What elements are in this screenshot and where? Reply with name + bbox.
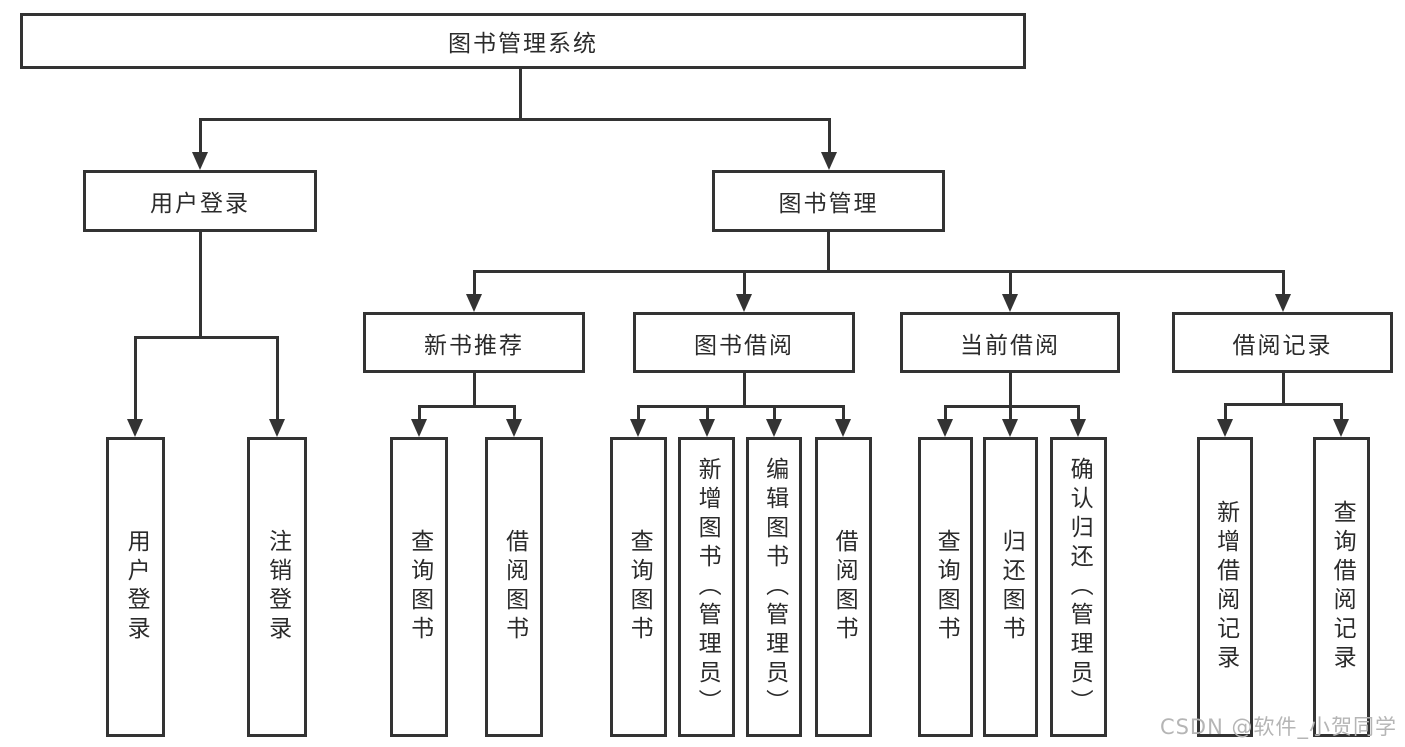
node-root: 图书管理系统 [20,13,1026,69]
watermark: CSDN @软件_小贺同学 [1159,715,1397,739]
leaf-logout-label: 注销登录 [264,529,291,645]
leaf-add-borrow-record: 新增借阅记录 [1197,437,1253,737]
leaf-edit-book-admin-label: 编辑图书（管理员） [761,456,788,718]
node-current-borrow: 当前借阅 [900,312,1120,373]
connector-currentborrow-stem [1009,373,1012,408]
leaf-edit-book-admin: 编辑图书（管理员） [746,437,802,737]
leaf-query-books-current: 查询图书 [918,437,973,737]
connector-borrowrecords-c2 [1340,403,1343,421]
leaf-add-book-admin-label: 新增图书（管理员） [694,456,721,718]
arrow-to-bookmgmt [821,152,837,170]
leaf-confirm-return-admin: 确认归还（管理员） [1050,437,1107,737]
arrow-to-borrowrecords [1275,294,1291,312]
leaf-confirm-return-admin-label: 确认归还（管理员） [1066,456,1093,718]
leaf-user-login-label: 用户登录 [123,529,150,645]
arrow-newbook-c2 [506,419,522,437]
leaf-return-books: 归还图书 [983,437,1038,737]
leaf-user-login: 用户登录 [106,437,165,737]
arrow-bookborrow-c1 [630,419,646,437]
node-book-management-label: 图书管理 [778,191,879,217]
leaf-query-books-recommend: 查询图书 [390,437,448,737]
node-new-book-recommend-label: 新书推荐 [424,332,524,359]
arrow-bookborrow-c2 [699,419,715,437]
connector-to-leaf-userlogin [134,336,137,421]
connector-currentborrow-c1 [944,405,947,421]
connector-userlogin-stem [199,232,202,339]
leaf-add-book-admin: 新增图书（管理员） [678,437,735,737]
connector-to-bookborrow [743,270,746,296]
connector-currentborrow-c2 [1009,405,1012,421]
connector-root-stem [519,67,522,121]
arrow-to-bookborrow [736,294,752,312]
node-new-book-recommend: 新书推荐 [363,312,585,373]
leaf-query-borrow-record: 查询借阅记录 [1313,437,1370,737]
connector-root-bar [199,118,831,121]
connector-to-currentborrow [1009,270,1012,296]
leaf-return-books-label: 归还图书 [998,529,1025,645]
arrow-newbook-c1 [411,419,427,437]
connector-bookmgmt-stem [827,232,830,273]
node-borrow-records: 借阅记录 [1172,312,1393,373]
connector-userlogin-bar [134,336,279,339]
node-book-borrow: 图书借阅 [633,312,855,373]
arrow-to-leaf-logout [269,419,285,437]
leaf-query-books-current-label: 查询图书 [933,529,960,645]
node-current-borrow-label: 当前借阅 [960,332,1060,359]
connector-bookborrow-bar [637,405,845,408]
node-root-label: 图书管理系统 [448,31,598,57]
node-borrow-records-label: 借阅记录 [1232,332,1333,359]
connector-bookmgmt-bar [473,270,1284,273]
connector-borrowrecords-stem [1282,373,1285,406]
leaf-query-books-borrow-label: 查询图书 [626,529,653,645]
connector-bookborrow-c4 [842,405,845,421]
connector-borrowrecords-bar [1224,403,1343,406]
leaf-query-books-borrow: 查询图书 [610,437,667,737]
connector-to-borrowrecords [1282,270,1285,296]
leaf-query-books-recommend-label: 查询图书 [406,529,433,645]
connector-newbook-c1 [418,405,421,421]
connector-newbook-stem [473,373,476,408]
connector-root-to-userlogin [199,118,202,154]
leaf-borrow-books-label: 借阅图书 [831,529,858,645]
arrow-to-leaf-userlogin [127,419,143,437]
leaf-borrow-books-recommend: 借阅图书 [485,437,543,737]
arrow-to-currentborrow [1002,294,1018,312]
connector-newbook-c2 [513,405,516,421]
connector-bookborrow-c2 [706,405,709,421]
node-book-management: 图书管理 [712,170,945,232]
leaf-borrow-books: 借阅图书 [815,437,872,737]
arrow-currentborrow-c3 [1070,419,1086,437]
arrow-bookborrow-c4 [835,419,851,437]
arrow-currentborrow-c1 [937,419,953,437]
connector-bookborrow-c1 [637,405,640,421]
connector-borrowrecords-c1 [1224,403,1227,421]
leaf-add-borrow-record-label: 新增借阅记录 [1212,500,1239,674]
node-book-borrow-label: 图书借阅 [694,332,794,359]
arrow-borrowrecords-c2 [1333,419,1349,437]
connector-to-newbook [473,270,476,296]
arrow-currentborrow-c2 [1002,419,1018,437]
arrow-bookborrow-c3 [766,419,782,437]
leaf-borrow-books-recommend-label: 借阅图书 [501,529,528,645]
connector-newbook-bar [418,405,516,408]
node-user-login-label: 用户登录 [150,191,250,217]
connector-to-leaf-logout [276,336,279,421]
connector-bookborrow-stem [743,373,746,408]
arrow-to-newbook [466,294,482,312]
arrow-to-userlogin [192,152,208,170]
connector-bookborrow-c3 [773,405,776,421]
connector-root-to-bookmgmt [828,118,831,154]
arrow-borrowrecords-c1 [1217,419,1233,437]
connector-currentborrow-c3 [1077,405,1080,421]
connector-currentborrow-bar [944,405,1080,408]
node-user-login: 用户登录 [83,170,317,232]
leaf-logout: 注销登录 [247,437,307,737]
leaf-query-borrow-record-label: 查询借阅记录 [1329,500,1356,674]
